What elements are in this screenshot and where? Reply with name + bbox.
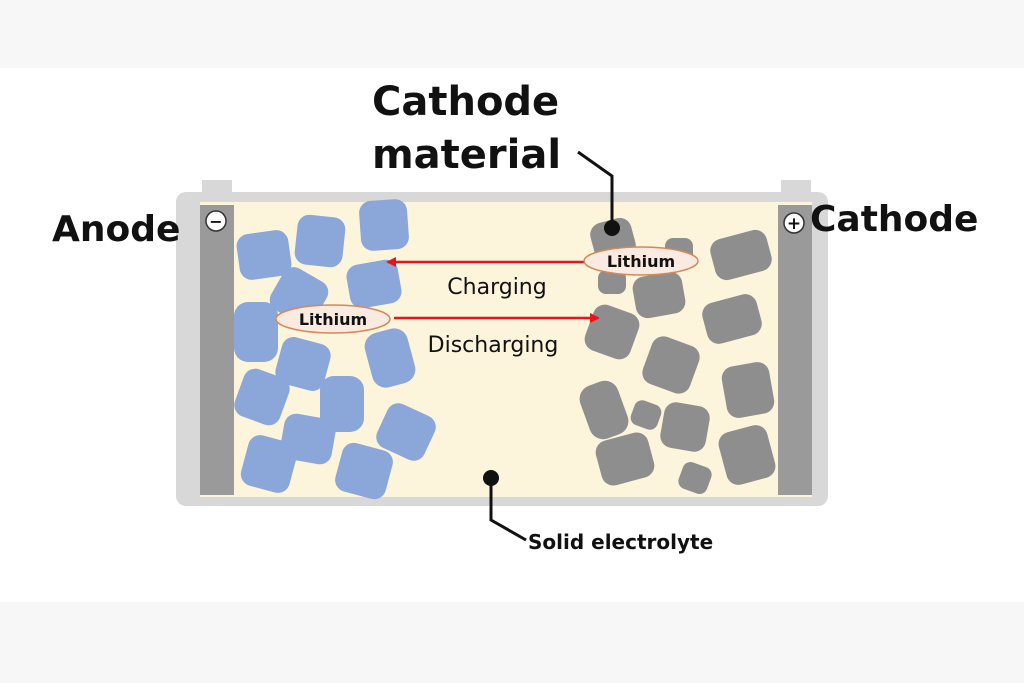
cathode-material-label-line2: material [372,132,561,178]
anode-particle [294,214,346,268]
anode-particle [320,376,364,432]
anode-particle [335,442,393,500]
lithium-ion-cathode-side [583,246,699,276]
bottom-band [0,602,1024,683]
anode-particle [359,199,409,251]
electrolyte-leader [489,478,527,542]
lithium-ion-anode-side [275,304,391,334]
anode-label: Anode [52,209,180,250]
cathode-particle [660,402,710,452]
plus-icon [783,212,805,234]
anode-particle [376,403,436,461]
cathode-collector [778,205,812,495]
anode-particle [275,337,331,391]
plus-sign: + [787,214,801,234]
cathode-material-leader [577,150,614,226]
cathode-label: Cathode [810,199,978,240]
anode-particle [234,368,290,426]
discharging-label: Discharging [428,333,559,358]
anode-particle [346,259,402,309]
anode-particle [236,230,292,280]
minus-sign: − [209,212,222,231]
lithium-label: Lithium [299,310,367,329]
cathode-particle [710,229,772,281]
cathode-particle [632,271,686,319]
top-band [0,0,1024,68]
cathode-material-label-line1: Cathode [372,79,559,125]
solid-electrolyte-label: Solid electrolyte [528,530,713,554]
cathode-particle [642,336,700,394]
cathode-particle [598,270,626,294]
cathode-particle [595,432,655,486]
charging-label: Charging [447,275,546,300]
anode-particle [234,302,278,362]
anode-particles [234,199,436,500]
anode-particle [240,435,298,493]
cathode-particle [721,362,775,418]
anode-particle [364,328,416,388]
cathode-particle [630,400,662,430]
cathode-material-pointer-dot [604,220,620,236]
anode-collector [200,205,234,495]
electrolyte-pointer-dot [483,470,499,486]
cathode-particle [702,294,762,344]
cathode-particle [678,461,712,495]
minus-icon [205,210,227,232]
cathode-particle [579,380,629,440]
cathode-particle [718,425,776,485]
lithium-label: Lithium [607,252,675,271]
